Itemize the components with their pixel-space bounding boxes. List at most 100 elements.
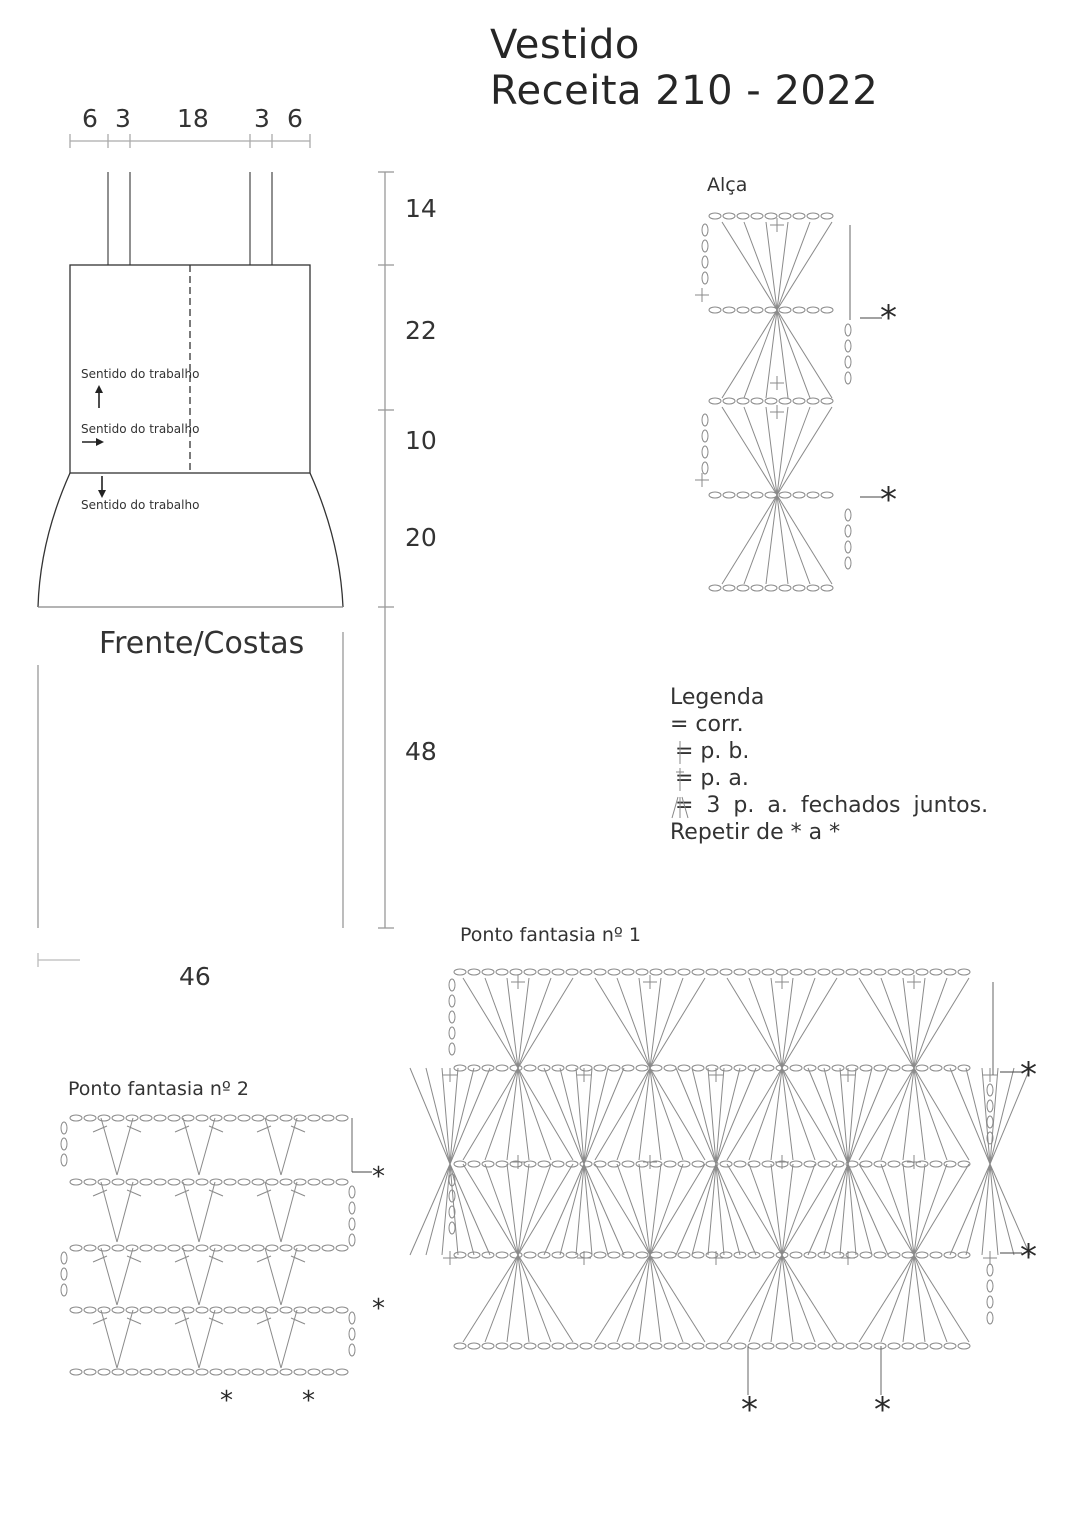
stitch-symbol bbox=[293, 1244, 307, 1252]
stitch-symbol bbox=[943, 968, 957, 976]
stitch-symbol bbox=[280, 1181, 298, 1243]
stitch-symbol bbox=[182, 1247, 200, 1306]
stitch-symbol bbox=[517, 1067, 574, 1161]
stitch-symbol bbox=[748, 1067, 783, 1161]
stitch-symbol bbox=[484, 977, 519, 1069]
stitch-symbol bbox=[348, 1327, 356, 1341]
stitch-symbol bbox=[776, 406, 833, 496]
stitch-symbol bbox=[778, 584, 792, 592]
stitch-symbol bbox=[307, 1306, 321, 1314]
stitch-symbol bbox=[348, 1311, 356, 1325]
stitch-symbol bbox=[467, 1064, 481, 1072]
stitch-symbol bbox=[761, 968, 775, 976]
stitch-symbol bbox=[264, 1247, 282, 1306]
legend-title: Legenda bbox=[670, 685, 765, 710]
stitch-symbol bbox=[621, 968, 635, 976]
stitch-symbol bbox=[139, 1178, 153, 1186]
stitch-symbol bbox=[764, 397, 778, 405]
stitch-symbol bbox=[761, 1064, 775, 1072]
stitch-symbol bbox=[789, 1342, 803, 1350]
stitch-symbol bbox=[915, 1342, 929, 1350]
stitch-symbol bbox=[237, 1178, 251, 1186]
stitch-symbol bbox=[677, 968, 691, 976]
stitch-symbol bbox=[69, 1244, 83, 1252]
stitch-symbol bbox=[198, 1309, 216, 1369]
stitch-symbol bbox=[817, 968, 831, 976]
repeat-mark-p1-bottom-2: * bbox=[874, 1390, 891, 1430]
stitch-symbol bbox=[594, 1254, 651, 1343]
stitch-symbol bbox=[776, 494, 811, 585]
stitch-symbol bbox=[902, 1163, 915, 1256]
stitch-symbol bbox=[537, 1064, 551, 1072]
stitch-symbol bbox=[616, 1163, 651, 1256]
stitch-symbol bbox=[721, 406, 778, 496]
stitch-symbol bbox=[764, 212, 778, 220]
stitch-symbol bbox=[691, 1163, 717, 1256]
stitch-symbol bbox=[649, 977, 662, 1069]
stitch-symbol bbox=[845, 968, 859, 976]
stitch-symbol bbox=[565, 1342, 579, 1350]
direction-label-up: Sentido do trabalho bbox=[81, 367, 200, 381]
stitch-symbol bbox=[467, 968, 481, 976]
stitch-symbol bbox=[111, 1244, 125, 1252]
stitch-symbol bbox=[638, 1254, 651, 1343]
stitch-symbol bbox=[820, 397, 834, 405]
stitch-symbol bbox=[736, 491, 750, 499]
stitch-symbol bbox=[957, 968, 971, 976]
stitch-symbol bbox=[551, 1342, 565, 1350]
stitch-symbol bbox=[770, 1163, 783, 1256]
stitch-symbol bbox=[764, 584, 778, 592]
stitch-symbol bbox=[989, 1163, 1015, 1256]
stitch-symbol bbox=[707, 1067, 717, 1165]
stitch-symbol bbox=[69, 1178, 83, 1186]
stitch-symbol bbox=[776, 494, 833, 585]
stitch-symbol bbox=[139, 1368, 153, 1376]
stitch-symbol bbox=[593, 1160, 607, 1168]
stitch-symbol bbox=[293, 1178, 307, 1186]
stitch-symbol bbox=[537, 968, 551, 976]
stitch-symbol bbox=[831, 1342, 845, 1350]
stitch-symbol bbox=[776, 406, 811, 496]
stitch-symbol bbox=[537, 1342, 551, 1350]
stitch-symbol bbox=[495, 1342, 509, 1350]
stitch-symbol bbox=[845, 1342, 859, 1350]
stitch-symbol bbox=[116, 1117, 134, 1176]
stitch-symbol bbox=[208, 1125, 224, 1133]
stitch-symbol bbox=[195, 1368, 209, 1376]
stitch-symbol bbox=[943, 1160, 957, 1168]
stitch-symbol bbox=[691, 968, 705, 976]
stitch-symbol bbox=[770, 1067, 783, 1161]
stitch-symbol bbox=[915, 1160, 929, 1168]
stitch-symbol bbox=[174, 1125, 190, 1133]
stitch-symbol bbox=[887, 1160, 901, 1168]
stitch-symbol bbox=[583, 1067, 609, 1165]
stitch-symbol bbox=[481, 968, 495, 976]
stitch-symbol bbox=[873, 1064, 887, 1072]
stitch-symbol bbox=[915, 1064, 929, 1072]
stitch-symbol bbox=[781, 977, 794, 1069]
stitch-symbol bbox=[649, 1254, 684, 1343]
stitch-symbol bbox=[649, 977, 706, 1069]
stitch-symbol bbox=[256, 1317, 272, 1325]
stitch-symbol bbox=[565, 1251, 579, 1259]
stitch-symbol bbox=[715, 1163, 757, 1256]
stitch-symbol bbox=[965, 1067, 991, 1165]
stitch-symbol bbox=[778, 491, 792, 499]
stitch-symbol bbox=[705, 1160, 719, 1168]
stitch-symbol bbox=[523, 968, 537, 976]
stitch-symbol bbox=[781, 1067, 838, 1161]
direction-label-right: Sentido do trabalho bbox=[81, 422, 200, 436]
stitch-symbol bbox=[593, 968, 607, 976]
stitch-symbol bbox=[467, 1251, 481, 1259]
stitch-symbol bbox=[453, 1160, 467, 1168]
stitch-symbol bbox=[195, 1114, 209, 1122]
stitch-symbol bbox=[279, 1114, 293, 1122]
stitch-symbol bbox=[701, 429, 709, 443]
stitch-symbol bbox=[321, 1368, 335, 1376]
stitch-symbol bbox=[167, 1244, 181, 1252]
stitch-symbol bbox=[722, 584, 736, 592]
stitch-symbol bbox=[792, 584, 806, 592]
stitch-symbol bbox=[949, 1163, 991, 1256]
